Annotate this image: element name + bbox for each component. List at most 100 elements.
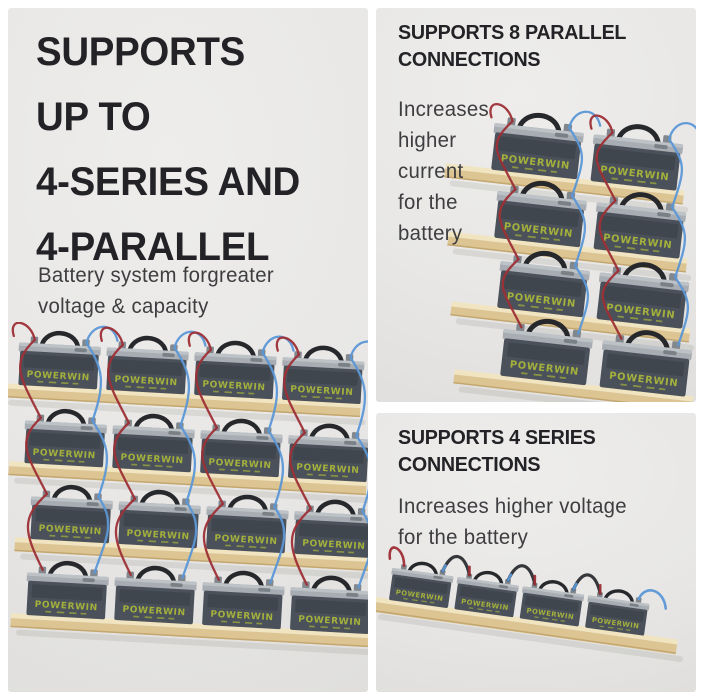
battery-window <box>500 204 580 228</box>
wire-red <box>283 353 306 434</box>
battery-lid-highlight <box>26 572 109 581</box>
battery-lid-highlight <box>106 347 189 356</box>
battery: POWERWIN <box>593 192 687 259</box>
battery-lid-highlight <box>494 123 584 137</box>
battery-spec-marks <box>611 177 657 185</box>
panel-series-and-parallel: SUPPORTS UP TO 4-SERIES AND 4-PARALLEL B… <box>8 8 368 692</box>
wire-blue <box>668 122 696 141</box>
battery-row-series-illustration: POWERWIN POWERWIN POWERWIN <box>376 546 684 663</box>
battery-spec-marks <box>225 544 267 549</box>
battery-lid-highlight <box>112 425 195 434</box>
battery-vent <box>654 144 668 150</box>
wire-blue <box>267 429 285 508</box>
panel-bottom-right-heading: SUPPORTS 4 SERIES CONNECTIONS <box>398 425 596 478</box>
battery-handle <box>139 489 181 508</box>
battery-handle <box>45 408 87 427</box>
battery-vent <box>338 362 351 367</box>
battery-lid-highlight <box>18 342 101 351</box>
wire-red <box>201 426 224 505</box>
battery: POWERWIN <box>194 340 277 400</box>
battery-window <box>293 446 365 464</box>
battery-window <box>119 589 191 607</box>
battery-spec-marks <box>308 625 350 630</box>
battery-spec-marks <box>45 610 87 615</box>
battery-handle <box>619 192 664 213</box>
battery-vent <box>564 594 574 598</box>
battery: POWERWIN <box>494 180 587 248</box>
battery-lid-highlight <box>602 340 693 354</box>
panel-8-parallel: SUPPORTS 8 PARALLEL CONNECTIONS Increase… <box>376 8 696 402</box>
battery-spec-marks <box>306 473 348 478</box>
wire-blue <box>674 276 689 347</box>
battery-lid-highlight <box>202 582 285 590</box>
battery-vent <box>162 352 175 358</box>
jumper-cable <box>571 573 602 595</box>
battery-handle <box>526 318 571 340</box>
wire-red <box>533 574 537 586</box>
battery-vent <box>560 270 575 276</box>
battery: POWERWIN <box>106 335 189 395</box>
battery-spec-marks <box>137 539 179 544</box>
subtext-line: for the <box>398 191 458 214</box>
battery: POWERWIN <box>491 112 584 180</box>
battery-vent <box>498 584 509 589</box>
wire-red <box>468 565 471 577</box>
subtext-line: for the battery <box>398 526 529 549</box>
battery-window <box>606 353 685 377</box>
battery-spec-marks <box>221 620 263 625</box>
wire-blue <box>506 573 513 582</box>
battery: POWERWIN <box>596 262 690 329</box>
heading-line: UP TO <box>36 95 151 139</box>
battery-brand-label: POWERWIN <box>120 453 184 467</box>
battery-vent <box>344 440 357 445</box>
battery-spec-marks <box>515 234 560 242</box>
wire-blue <box>349 356 367 437</box>
battery-spec-marks <box>49 534 91 539</box>
battery: POWERWIN <box>24 408 107 468</box>
battery: POWERWIN <box>112 413 195 473</box>
battery-vent <box>346 592 359 597</box>
wire-blue <box>568 110 602 129</box>
battery-spec-marks <box>403 597 435 604</box>
shelf-row: POWERWIN POWERWIN POWERWIN <box>10 560 368 656</box>
wire-red <box>289 431 312 510</box>
battery-vent <box>256 435 269 441</box>
battery-window <box>31 584 103 602</box>
shelf-row: POWERWIN POWERWIN POWERWIN <box>8 408 368 504</box>
battery-handle <box>603 589 635 604</box>
battery-lid-highlight <box>282 357 365 365</box>
panel-top-right-heading: SUPPORTS 8 PARALLEL CONNECTIONS <box>398 20 626 73</box>
battery-handle <box>47 560 89 579</box>
battery-brand-label: POWERWIN <box>296 463 360 477</box>
battery-window <box>207 594 279 611</box>
battery-spec-marks <box>620 383 666 391</box>
battery-vent <box>262 511 275 517</box>
battery-handle <box>538 580 569 595</box>
battery-vent <box>563 338 578 344</box>
battery-spec-marks <box>534 616 566 622</box>
battery-vent <box>663 350 677 356</box>
shelf <box>10 613 368 656</box>
battery-window <box>506 342 586 366</box>
battery-spec-marks <box>512 166 557 174</box>
battery-handle <box>625 330 670 351</box>
battery-window <box>295 598 367 616</box>
wire-red <box>195 348 218 429</box>
battery-terminal-left <box>615 334 625 344</box>
battery: POWERWIN <box>282 345 365 405</box>
battery-brand-label: POWERWIN <box>114 375 178 389</box>
battery-lid-highlight <box>593 134 684 148</box>
wire-red <box>275 336 300 356</box>
battery-handle <box>622 262 667 283</box>
jumper-cable <box>506 564 537 586</box>
wire-blue <box>671 206 686 279</box>
battery-lid-highlight <box>114 577 197 586</box>
battery-brand-label: POWERWIN <box>290 385 354 399</box>
battery-lid-highlight <box>30 496 113 505</box>
wire-blue <box>93 495 110 574</box>
battery: POWERWIN <box>599 330 693 397</box>
battery-handle <box>51 484 93 503</box>
wire-blue <box>441 564 447 573</box>
wire-blue <box>574 264 589 335</box>
wire-red <box>107 343 130 425</box>
